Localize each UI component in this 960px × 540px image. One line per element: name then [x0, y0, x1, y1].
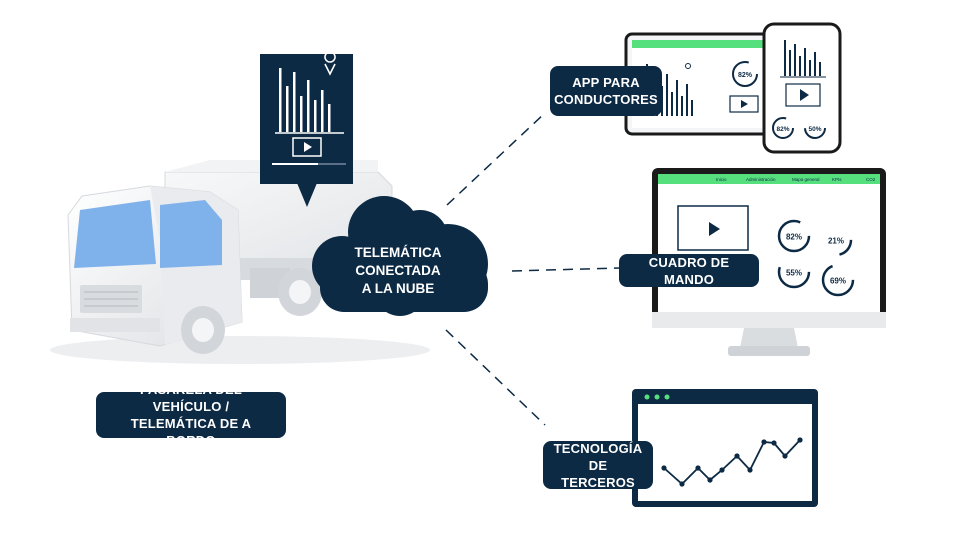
window-dot-3: [664, 394, 670, 400]
svg-text:82%: 82%: [738, 72, 753, 79]
windshield: [74, 200, 156, 268]
monitor-gauge-4: [821, 263, 855, 297]
location-pin-icon: [324, 51, 336, 76]
label-third-party: TECNOLOGÍA DE TERCEROS: [543, 441, 653, 490]
svg-text:21%: 21%: [828, 237, 844, 246]
connector-to-third-party: [445, 329, 546, 426]
monitor-gauge-1: [777, 219, 811, 253]
monitor-nav-bar: [658, 174, 880, 184]
svg-text:82%: 82%: [776, 126, 789, 133]
play-button-icon: [292, 137, 322, 157]
label-gateway: PASARELA DEL VEHÍCULO / TELEMÁTICA DE A …: [96, 382, 286, 448]
phone-device: [762, 22, 842, 154]
phone-gauge-1: [772, 117, 794, 139]
tablet-gauge: [732, 61, 758, 87]
svg-text:69%: 69%: [830, 277, 846, 286]
svg-text:Mapa general: Mapa general: [792, 177, 820, 182]
svg-text:CO2: CO2: [866, 177, 876, 182]
svg-text:Inicio: Inicio: [716, 177, 727, 182]
svg-text:KPIs: KPIs: [832, 177, 842, 182]
phone-gauge-2: [804, 117, 826, 139]
svg-text:82%: 82%: [786, 233, 802, 242]
monitor-gauge-2: [819, 223, 853, 257]
svg-text:50%: 50%: [808, 126, 821, 133]
label-driver-app: APP PARA CONDUCTORES: [550, 66, 662, 116]
svg-text:55%: 55%: [786, 269, 802, 278]
connector-to-app: [446, 112, 546, 206]
monitor-stand: [740, 328, 798, 348]
cloud-label: TELEMÁTICA CONECTADA A LA NUBE: [354, 245, 442, 296]
connector-to-dashboard: [511, 267, 621, 272]
monitor-gauge-3: [777, 255, 811, 289]
side-window: [160, 200, 222, 268]
window-dot-1: [644, 394, 650, 400]
label-dashboard: CUADRO DE MANDO: [619, 254, 759, 287]
monitor-play-icon: [709, 222, 720, 236]
bubble-bar-chart: [279, 68, 331, 132]
svg-text:Administración: Administración: [746, 177, 776, 182]
window-dot-2: [654, 394, 660, 400]
